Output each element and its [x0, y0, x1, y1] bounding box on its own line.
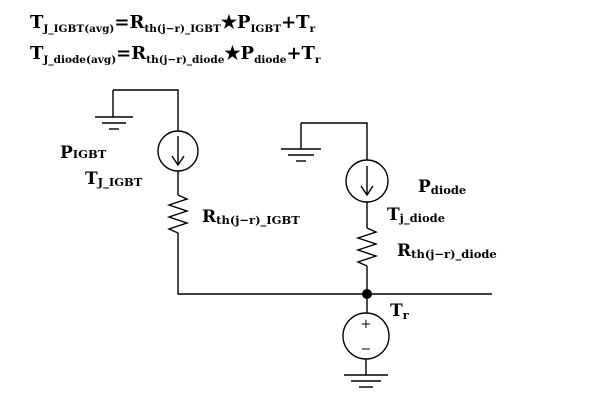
- ground-symbol-source: [344, 374, 388, 388]
- wire-igbt-top: [113, 89, 179, 131]
- diode-branch: [281, 122, 389, 313]
- equation-diode: TJ_diode(avg)=Rth(j−r)_diode★Pdiode+Tr: [30, 43, 321, 67]
- label-p-igbt: PIGBT: [60, 143, 107, 163]
- junction-node: [362, 289, 372, 299]
- label-rth-diode: Rth(j−r)_diode: [397, 241, 497, 262]
- label-tj-diode: Tj_diode: [387, 205, 445, 226]
- voltage-source-tr: + −: [342, 312, 390, 360]
- source-plus: +: [361, 317, 372, 332]
- resistor-rth-igbt: [166, 194, 190, 234]
- wire-igbt-bottom: [177, 233, 492, 295]
- igbt-branch: [95, 89, 492, 295]
- resistor-rth-diode: [355, 227, 379, 267]
- current-source-diode: [345, 159, 389, 203]
- source-minus: −: [361, 342, 372, 357]
- wire-diode-top: [301, 122, 368, 160]
- label-p-diode: Pdiode: [418, 177, 466, 197]
- label-tj-igbt: TJ_IGBT: [85, 169, 143, 190]
- equation-igbt: TJ_IGBT(avg)=Rth(j−r)_IGBT★PIGBT+Tr: [30, 12, 316, 36]
- ground-symbol-igbt: [95, 90, 133, 130]
- current-source-igbt: [157, 130, 199, 172]
- label-rth-igbt: Rth(j−r)_IGBT: [202, 207, 300, 228]
- ground-symbol-diode: [281, 123, 321, 162]
- label-tr: Tr: [390, 301, 410, 322]
